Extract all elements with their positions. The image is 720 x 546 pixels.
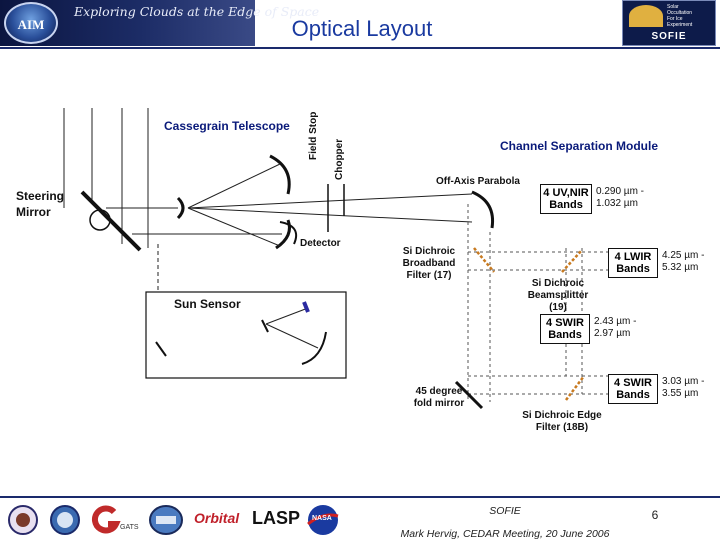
- off-axis-parabola-label: Off-Axis Parabola: [436, 176, 520, 187]
- header-rule: [0, 47, 720, 49]
- beam-to-parabola: [187, 193, 473, 209]
- aim-logo: AIM: [4, 2, 58, 44]
- fold-mirror-label: 45 degree fold mirror: [413, 386, 465, 409]
- primary-mirror-upper: [269, 154, 291, 195]
- si-edge-filter-label: Si Dichroic Edge Filter (18B): [522, 410, 602, 433]
- sun-sensor-fold: [155, 341, 167, 357]
- secondary-mirror-shape: [176, 196, 185, 220]
- sun-sensor-mirror: [301, 331, 327, 365]
- beam-to-parabola-2: [187, 207, 473, 223]
- swir-range-label-1: 2.43 µm - 2.97 µm: [594, 316, 637, 339]
- nasa-logo-text: NASA: [312, 515, 332, 522]
- orbital-logo-text: Orbital: [194, 510, 240, 526]
- optical-layout-lines: [63, 108, 610, 410]
- footer-logos: GATS Orbital LASP NASA: [0, 498, 360, 540]
- cassegrain-telescope-label: Cassegrain Telescope: [164, 119, 290, 133]
- si-beamsplitter-label: Si Dichroic Beamsplitter (19): [527, 278, 589, 313]
- header: AIM Exploring Clouds at the Edge of Spac…: [0, 0, 720, 48]
- detector-shape: [279, 221, 298, 245]
- sun-sensor-ray-1: [265, 307, 309, 325]
- header-banner: AIM Exploring Clouds at the Edge of Spac…: [0, 0, 320, 46]
- footer-line-2: Mark Hervig, CEDAR Meeting, 20 June 2006: [400, 528, 610, 540]
- sofie-logo-sun-icon: [629, 5, 663, 27]
- mission-patch-icon: [149, 505, 183, 535]
- swir-bands-box-1: 4 SWIR Bands: [540, 314, 590, 344]
- steering-mirror-label: Steering Mirror: [16, 189, 65, 219]
- steering-mirror-shape: [80, 190, 142, 252]
- sofie-logo: Solar Occultation For Ice Experiment SOF…: [622, 0, 716, 46]
- nasa-logo-icon: [307, 505, 339, 535]
- sun-sensor-ray-2: [265, 323, 319, 349]
- partner-seal-icon: [50, 505, 80, 535]
- aim-logo-text: AIM: [17, 17, 45, 32]
- lwir-range-label: 4.25 µm - 5.32 µm: [662, 250, 705, 273]
- sofie-logo-name: SOFIE: [651, 31, 687, 42]
- university-seal-icon: [8, 505, 38, 535]
- csm-title-label: Channel Separation Module: [500, 139, 659, 153]
- lwir-bands-box: 4 LWIR Bands: [608, 248, 658, 278]
- gats-text: GATS: [120, 524, 139, 531]
- steering-mirror-pivot: [89, 209, 111, 231]
- sun-sensor-box: [145, 291, 347, 379]
- header-tagline: Exploring Clouds at the Edge of Space: [74, 4, 320, 19]
- si-broadband-label: Si Dichroic Broadband Filter (17): [402, 246, 456, 281]
- footer-rule: [0, 496, 720, 498]
- footer-center: SOFIE Mark Hervig, CEDAR Meeting, 20 Jun…: [380, 500, 630, 546]
- page-number: 6: [651, 508, 659, 522]
- chopper-label: Chopper: [334, 138, 345, 180]
- beam-converge-lower: [187, 207, 281, 247]
- field-stop-label: Field Stop: [308, 111, 319, 160]
- sofie-logo-subtext: Solar Occultation For Ice Experiment: [667, 4, 693, 28]
- swir-range-label-2: 3.03 µm - 3.55 µm: [662, 376, 705, 399]
- lasp-logo-text: LASP: [252, 508, 301, 528]
- gats-logo-icon: [91, 505, 121, 534]
- beam-converge-upper: [187, 163, 281, 209]
- swir-bands-box-2: 4 SWIR Bands: [608, 374, 658, 404]
- off-axis-parabola-shape: [471, 190, 495, 229]
- sun-sensor-lens: [261, 319, 269, 333]
- fold-mirror-shape: [454, 380, 484, 410]
- uv-nir-range-label: 0.290 µm - 1.032 µm: [596, 186, 645, 209]
- si-beamsplitter-shape: [561, 249, 583, 273]
- si-broadband-dichroic-shape: [473, 247, 495, 273]
- page-title: Optical Layout: [291, 16, 433, 41]
- footer-line-1: SOFIE: [489, 505, 521, 517]
- sun-sensor-label: Sun Sensor: [174, 297, 241, 311]
- optical-layout-diagram: Cassegrain Telescope Field Stop Chopper …: [12, 108, 710, 436]
- sun-sensor-detector-icon: [302, 301, 310, 313]
- si-edge-filter-shape: [565, 375, 585, 401]
- uv-nir-bands-box: 4 UV,NIR Bands: [540, 184, 592, 214]
- detector-label: Detector: [300, 238, 341, 249]
